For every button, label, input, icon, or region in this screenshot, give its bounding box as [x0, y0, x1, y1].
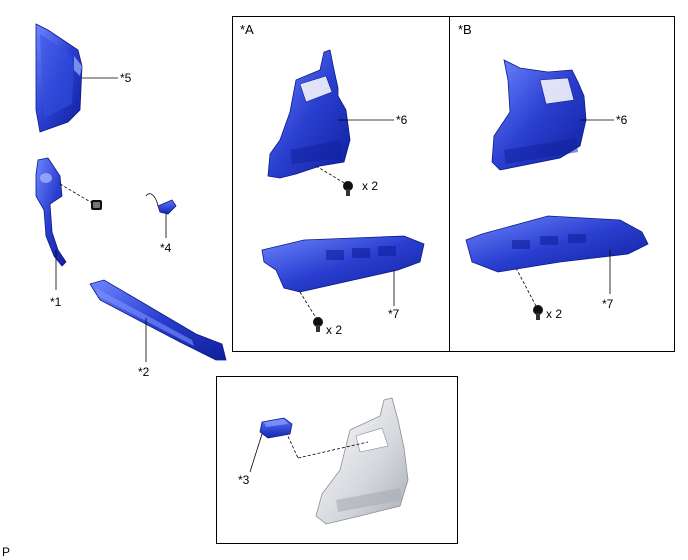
quantity-label-6a: x 2 [362, 179, 379, 193]
part-2-scuff-plate [89, 279, 227, 361]
callout-7b: *7 [602, 297, 614, 311]
callout-7a: *7 [388, 307, 400, 321]
callout-1: *1 [50, 295, 62, 309]
clip-icon [91, 200, 102, 210]
screw-icon [533, 305, 543, 320]
callout-2: *2 [138, 365, 150, 379]
part-4-sensor [145, 193, 177, 215]
detail-frame [216, 376, 458, 544]
dashed-screw-6a [315, 165, 347, 185]
screw-icon [313, 317, 323, 332]
dashed-screw-7a [299, 291, 317, 319]
part-7b-bracket [465, 215, 649, 273]
callout-6b: *6 [616, 113, 628, 127]
callout-3: *3 [238, 473, 250, 487]
ghost-trim [315, 397, 409, 525]
callout-6a: *6 [396, 113, 408, 127]
panel-b-label: *B [458, 22, 472, 37]
dashed-screw-7b [515, 267, 537, 307]
dashed-part-3b [297, 441, 369, 459]
part-6b-trim [491, 59, 587, 171]
part-6a-trim [267, 49, 351, 179]
callout-4: *4 [160, 241, 172, 255]
dashed-clip-1 [59, 183, 95, 205]
callout-5: *5 [120, 71, 132, 85]
screw-icon [343, 181, 353, 196]
panel-a-label: *A [240, 22, 254, 37]
part-7a-bracket [261, 235, 425, 293]
quantity-label-7b: x 2 [546, 307, 563, 321]
part-3-switch [259, 417, 293, 439]
corner-code: P [2, 545, 11, 559]
part-5-panel [35, 23, 83, 133]
leader-3 [249, 433, 263, 473]
quantity-label-7a: x 2 [326, 323, 343, 337]
panel-b-frame [449, 16, 675, 352]
dashed-part-3 [285, 431, 299, 459]
part-1-pillar [35, 157, 67, 267]
